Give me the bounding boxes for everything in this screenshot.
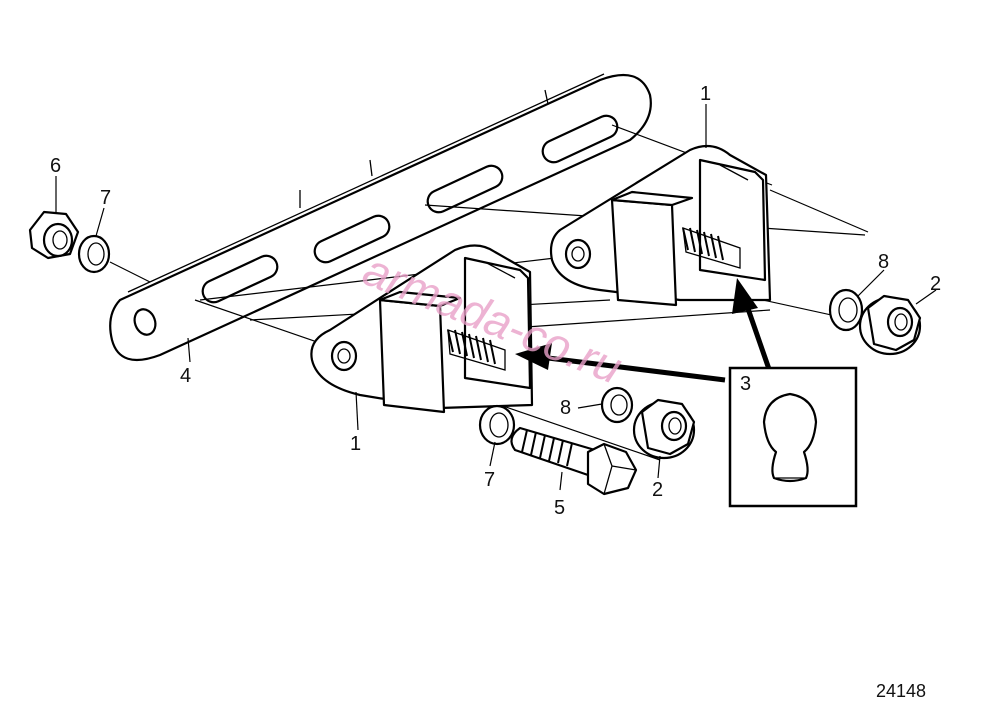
callout-1-bottom: 1 — [350, 433, 361, 455]
keyhole-profile-icon — [762, 392, 818, 483]
flange-nut-right — [858, 294, 922, 356]
washer-lower — [478, 404, 516, 446]
pointer-arrows — [515, 278, 773, 383]
callout-2-bottom: 2 — [652, 479, 663, 501]
washer-left — [77, 234, 111, 274]
callout-3: 3 — [740, 373, 751, 395]
bracket-lower — [310, 244, 534, 414]
callout-5: 5 — [554, 497, 565, 519]
callout-2-right: 2 — [930, 273, 941, 295]
callout-7-bottom: 7 — [484, 469, 495, 491]
washer-right — [828, 288, 864, 332]
callout-1-top: 1 — [700, 83, 711, 105]
reference-number: 24148 — [876, 681, 926, 701]
callout-8-mid: 8 — [560, 397, 571, 419]
bar-slot — [313, 214, 391, 264]
bar-slot — [426, 164, 504, 214]
callout-6: 6 — [50, 155, 61, 177]
flange-nut-lower — [632, 398, 696, 460]
callout-4: 4 — [180, 365, 191, 387]
slotted-bar — [109, 73, 652, 362]
threaded-stud — [682, 227, 741, 269]
bar-slot — [541, 114, 619, 164]
callout-8-right: 8 — [878, 251, 889, 273]
bar-slot — [201, 254, 279, 304]
bracket-upper — [549, 144, 772, 307]
bracket-hole — [330, 340, 358, 372]
bar-end-hole — [133, 308, 157, 336]
bolt — [510, 426, 638, 496]
washer-mid — [600, 386, 634, 424]
bracket-hole — [564, 238, 592, 270]
detail-box — [728, 366, 858, 508]
callout-7-left: 7 — [100, 187, 111, 209]
nut-left — [28, 210, 80, 260]
leader-lines — [55, 104, 937, 491]
threaded-stud — [447, 329, 506, 371]
